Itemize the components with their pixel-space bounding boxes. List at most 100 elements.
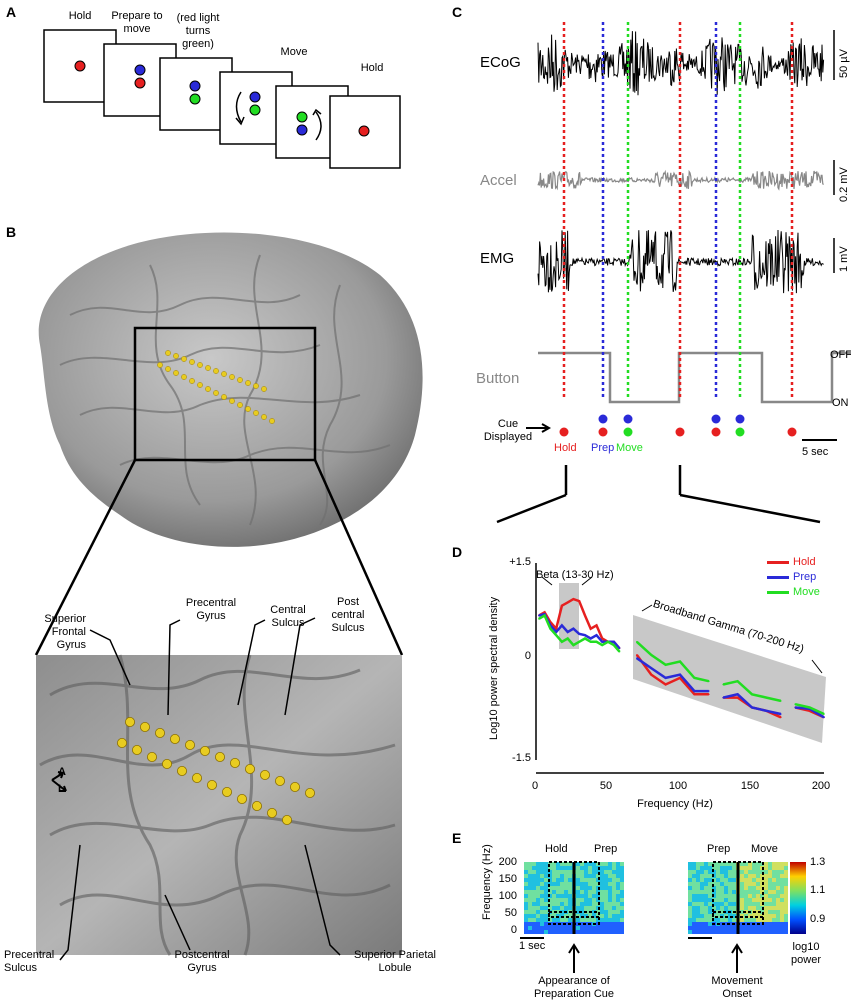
data-point [636,641,638,643]
data-point [561,604,563,607]
data-point [808,706,811,709]
d-xtick-0: 0 [531,780,539,792]
data-point [601,641,604,643]
button-off-label: OFF [830,349,851,361]
label-central-sulcus: Central Sulcus [270,604,306,629]
panel-letter-d: D [452,544,463,560]
data-point [589,627,592,630]
data-point [566,637,569,640]
leader-post-central [284,617,316,716]
data-point [566,631,569,633]
data-point [561,624,563,627]
blue-dot [189,80,201,92]
leader-precentral-sulcus [59,844,81,961]
label-postcentral-gyrus: Postcentral Gyrus [174,949,230,974]
data-point [601,644,604,646]
green-dot [296,111,308,123]
data-point [584,634,586,637]
data-point [595,624,598,627]
data-point [708,693,710,696]
series-line-move [635,640,710,683]
data-point [555,634,557,637]
e-ytick-0: 0 [510,924,517,936]
label-superior-parietal: Superior Parietal Lobule [354,949,436,974]
e-left-label-prep: Prep [594,843,618,855]
beta-annotation: Beta (13-30 Hz) [536,569,614,581]
data-point [823,713,825,715]
signal-label-button: Button [476,370,520,387]
cue-dot [735,427,745,437]
arrow-label-right: Movement Onset [711,975,763,1000]
data-point [561,641,563,643]
data-point [693,693,696,696]
data-point [572,598,575,600]
cue-hold-label: Hold [554,442,577,454]
button-trace [538,351,851,404]
brain-render [38,232,423,547]
series-line-hold [635,654,709,696]
green-dot [249,104,261,116]
d-ytick-bot: -1.5 [512,752,531,764]
data-point [751,706,753,709]
data-point [572,644,575,646]
data-point [664,677,667,679]
data-point [794,706,796,709]
data-point [736,696,739,699]
d-xtick-200: 200 [811,780,831,792]
e-ytick-150: 150 [498,873,517,885]
data-point [543,611,546,614]
data-point [555,631,557,633]
data-point [693,677,696,679]
data-point [679,660,681,663]
zoom-box [133,326,317,462]
label-hold: Hold [68,10,92,22]
data-point [607,641,609,643]
label-prepare: Prepare to move [111,10,163,35]
panel-letter-b: B [6,224,17,240]
green-dot [189,93,201,105]
cue-dot [598,427,608,437]
data-point [555,627,557,630]
data-point [751,693,753,696]
data-point [794,703,796,705]
cue-dot [675,427,685,437]
data-point [578,641,580,643]
cue-displayed-label: Cue Displayed [483,418,533,443]
leader-central-sulcus [237,619,266,706]
series-line-prep [636,657,709,693]
panel-e-spectrograms [520,861,806,973]
data-point [708,680,710,682]
electrode-grid-large [117,716,315,826]
data-point [578,633,580,635]
lateral-arrow-icon [51,779,67,792]
data-point [538,614,540,617]
label-green: (red light turns green) [176,12,220,50]
data-point [538,618,540,620]
blue-dot [134,64,146,76]
time-scale-label: 5 sec [802,446,829,458]
e-ytick-200: 200 [498,856,517,868]
leader-precentral-gyrus [167,619,181,716]
data-point [765,696,768,699]
d-ylabel: Log10 power spectral density [488,596,500,740]
data-point [780,700,782,702]
legend-hold: Hold [793,556,816,568]
data-point [679,677,681,679]
data-point [584,614,586,617]
panel-b-brain [34,232,423,961]
data-point [679,673,681,676]
signal-label-accel: Accel [480,172,517,189]
data-point [618,650,621,653]
data-point [612,641,615,643]
data-point [618,647,621,650]
panel-letter-e: E [452,830,462,846]
colorbar [790,862,806,934]
data-point [595,641,598,643]
data-point [708,690,710,692]
panel-c-signals [496,22,851,524]
data-point [736,693,739,696]
cue-dot [559,427,569,437]
arrow-up-icon [568,943,580,973]
blue-dot [249,91,261,103]
cue-dot [598,414,608,424]
